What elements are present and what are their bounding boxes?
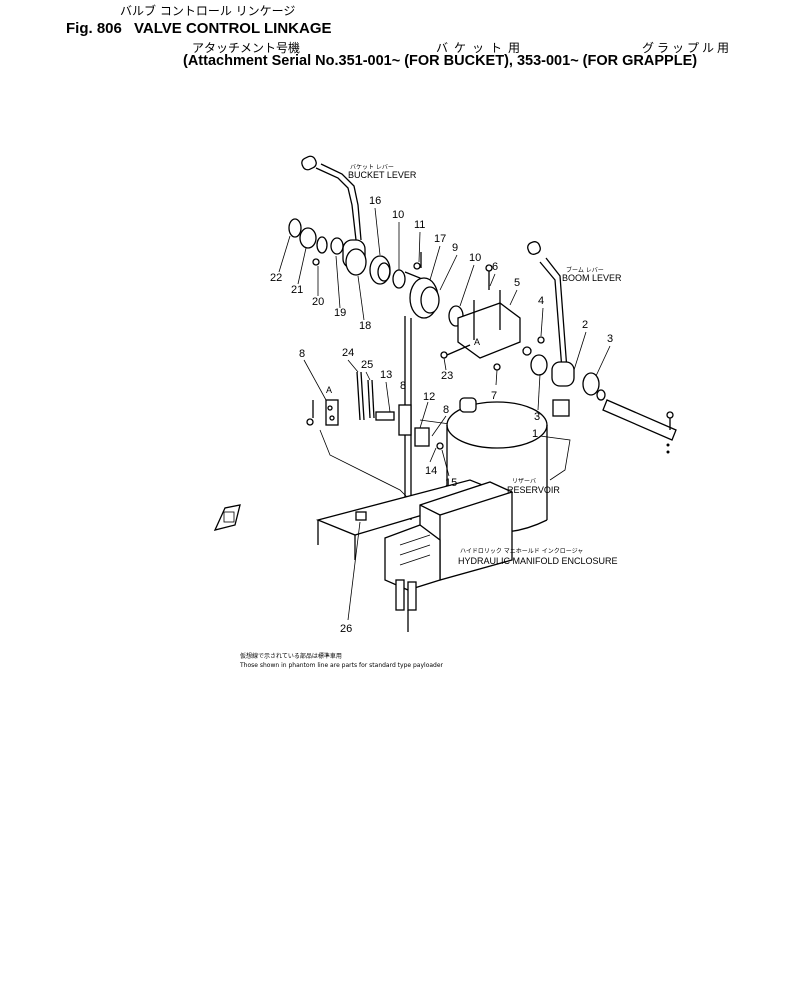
bracket (440, 264, 532, 371)
part-7: 7 (491, 390, 497, 402)
part-11: 11 (414, 219, 425, 231)
boom-lever-jp: ブーム レバー (566, 266, 604, 274)
part-8b: 8 (400, 380, 406, 392)
part-4: 4 (538, 295, 544, 307)
grapple-jp: グラップル用 (642, 41, 733, 55)
boom-lever-label: BOOM LEVER (562, 273, 622, 283)
boom-lever (527, 241, 677, 454)
serial-line: (Attachment Serial No.351-001~ (FOR BUCK… (183, 53, 698, 69)
part-17: 17 (434, 233, 446, 245)
part-3b: 3 (534, 411, 540, 423)
reservoir-jp: リザーバ (512, 478, 536, 485)
title-jp: バルブ コントロール リンケージ (120, 4, 296, 18)
part-3: 3 (607, 333, 613, 345)
part-13: 13 (380, 369, 392, 381)
footnote-en: Those shown in phantom line are parts fo… (239, 662, 444, 669)
control-valve (384, 524, 441, 632)
part-26: 26 (340, 623, 352, 635)
part-15: 15 (445, 477, 457, 489)
footnote-jp: 仮想線で示されている部品は標準車用 (240, 652, 342, 660)
part-10: 10 (392, 209, 404, 221)
part-20: 20 (312, 296, 324, 308)
side-plates (306, 371, 444, 450)
bucket-jp: バケット用 (436, 41, 527, 55)
part-12: 12 (423, 391, 435, 403)
part-23: 23 (441, 370, 453, 382)
part-6: 6 (492, 261, 498, 273)
ref-a-bracket: A (474, 337, 480, 347)
figure-number: Fig. 806 (66, 20, 122, 37)
part-22: 22 (270, 272, 282, 284)
part-9: 9 (452, 242, 458, 254)
direction-arrow-icon (213, 504, 241, 531)
leader-lines (278, 207, 611, 621)
reservoir-label: RESERVOIR (507, 485, 560, 495)
part-18: 18 (359, 320, 371, 332)
figure-title: VALVE CONTROL LINKAGE (134, 20, 332, 37)
manifold-jp: ハイドロリック マニホールド インクロージャ (460, 548, 583, 555)
part-16: 16 (369, 195, 381, 207)
part-5: 5 (514, 277, 520, 289)
part-8: 8 (299, 348, 305, 360)
manifold-enclosure (315, 479, 513, 581)
manifold-label: HYDRAULIC MANIFOLD ENCLOSURE (458, 556, 618, 566)
ref-a-left: A (326, 385, 332, 395)
part-24: 24 (342, 347, 354, 359)
part-1: 1 (532, 428, 538, 440)
bucket-lever-jp: バケット レバー (350, 164, 394, 171)
part-numbers: 1 2 3 3 4 5 6 7 8 8 8 9 10 10 11 12 13 1… (270, 195, 613, 635)
part-19: 19 (334, 307, 346, 319)
part-8c: 8 (443, 404, 449, 416)
bucket-lever-assembly (288, 218, 464, 327)
part-21: 21 (291, 284, 303, 296)
part-14: 14 (425, 465, 437, 477)
bucket-lever-label: BUCKET LEVER (348, 170, 417, 180)
part-10b: 10 (469, 252, 481, 264)
part-25: 25 (361, 359, 373, 371)
bucket-lever (301, 155, 362, 241)
callouts: バケット レバー BUCKET LEVER ブーム レバー BOOM LEVER… (239, 164, 622, 669)
part-2: 2 (582, 319, 588, 331)
attachment-jp: アタッチメント号機 (192, 41, 301, 55)
